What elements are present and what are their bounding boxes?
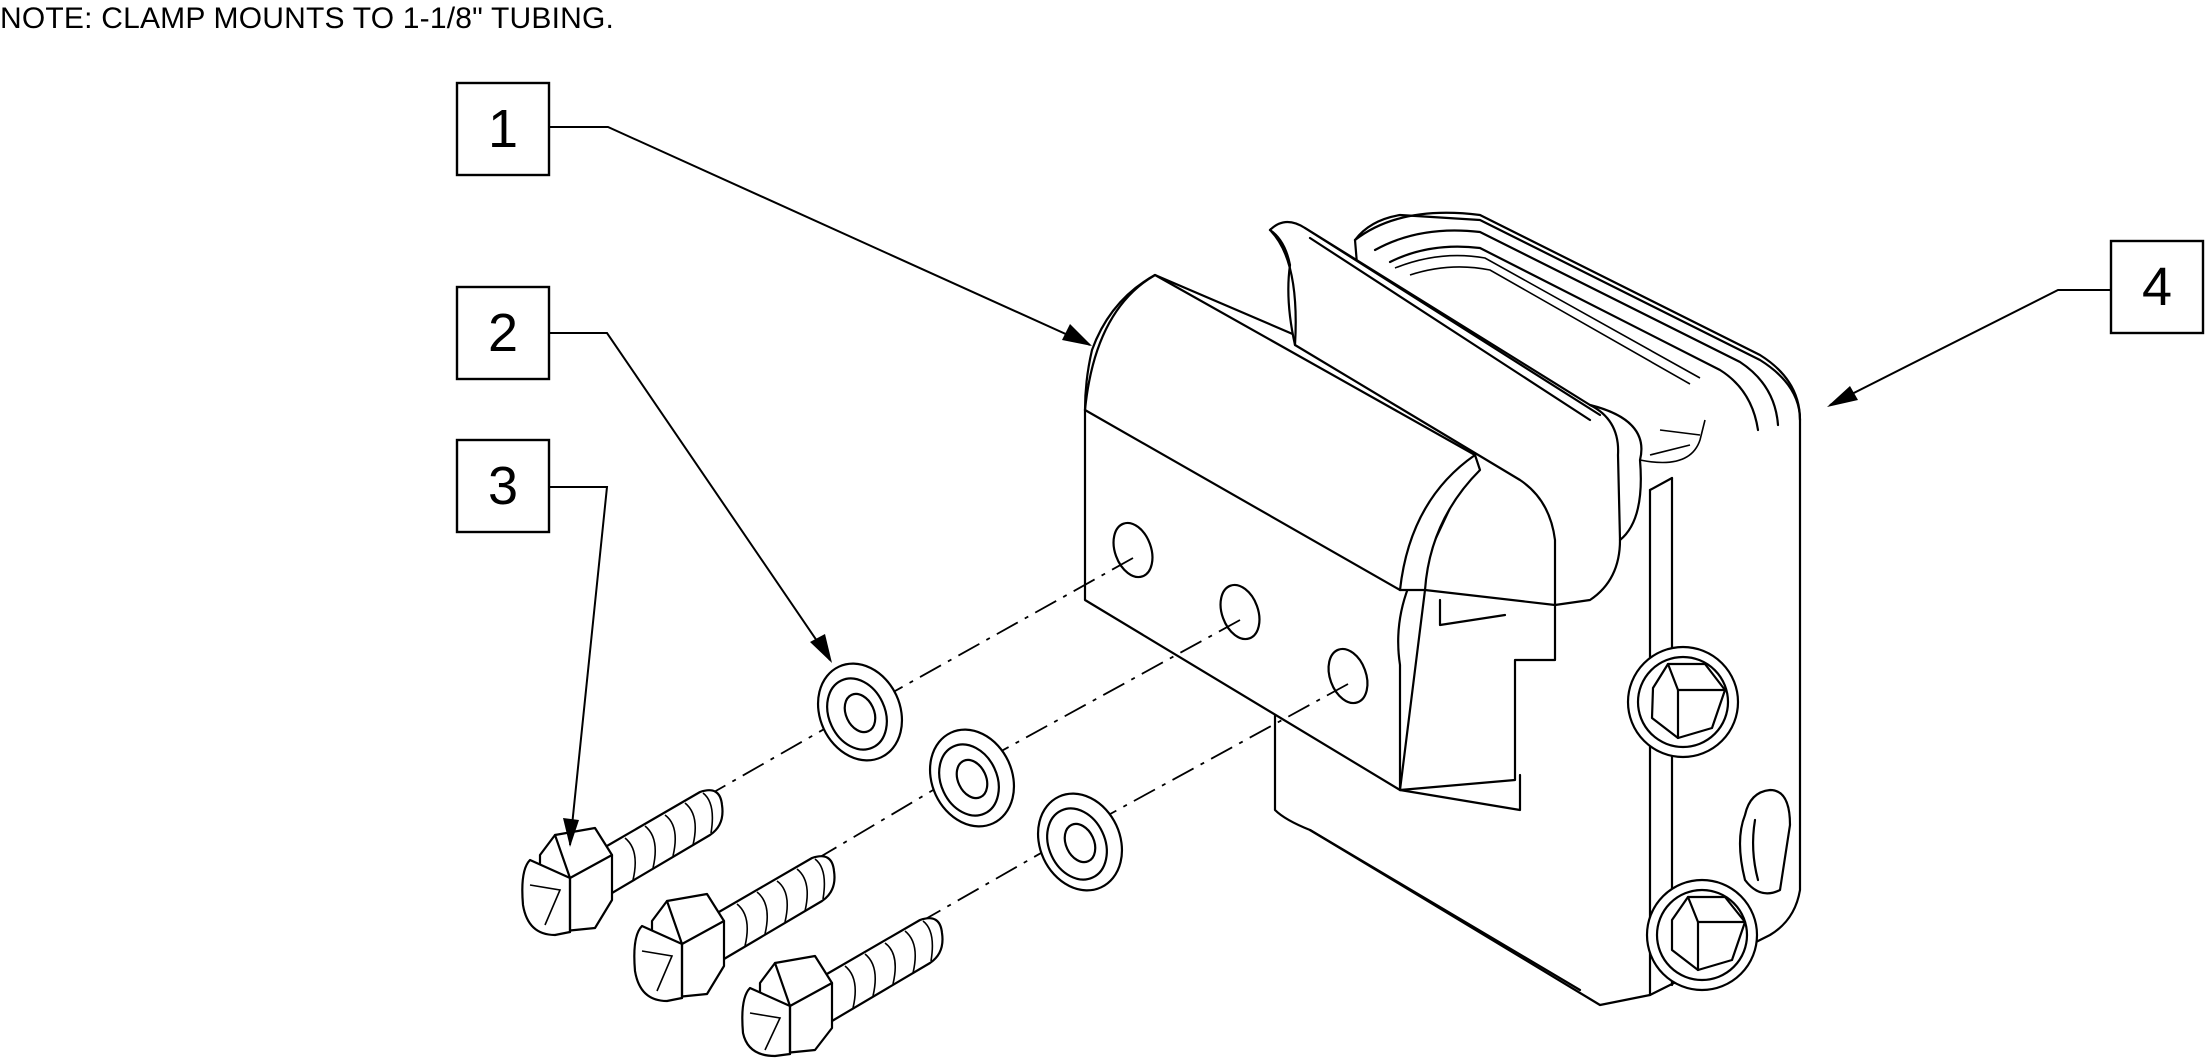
clamp-top-saddle <box>1268 220 1706 607</box>
callout-1: 1 <box>455 81 551 177</box>
mounted-bolt-lower <box>1645 878 1759 992</box>
callout-label-1: 1 <box>488 99 518 159</box>
clamp-front-plate <box>1083 273 1557 812</box>
callout-label-3: 3 <box>488 456 518 516</box>
callout-label-4: 4 <box>2142 257 2172 317</box>
bolt-3 <box>741 917 944 1058</box>
callout-leaders <box>550 126 2110 847</box>
callout-3: 3 <box>455 438 551 534</box>
washer-2 <box>928 728 1016 828</box>
bolt-1 <box>521 789 724 937</box>
callout-4: 4 <box>2109 239 2205 335</box>
note-text: NOTE: CLAMP MOUNTS TO 1-1/8" TUBING. <box>0 2 615 35</box>
callout-2: 2 <box>455 285 551 381</box>
washer-1 <box>816 662 904 762</box>
washer-3 <box>1036 792 1124 892</box>
callout-label-2: 2 <box>488 303 518 363</box>
bolt-2 <box>633 855 836 1003</box>
assembly-centerlines <box>699 557 1349 926</box>
mounted-bolt-upper <box>1626 645 1740 759</box>
